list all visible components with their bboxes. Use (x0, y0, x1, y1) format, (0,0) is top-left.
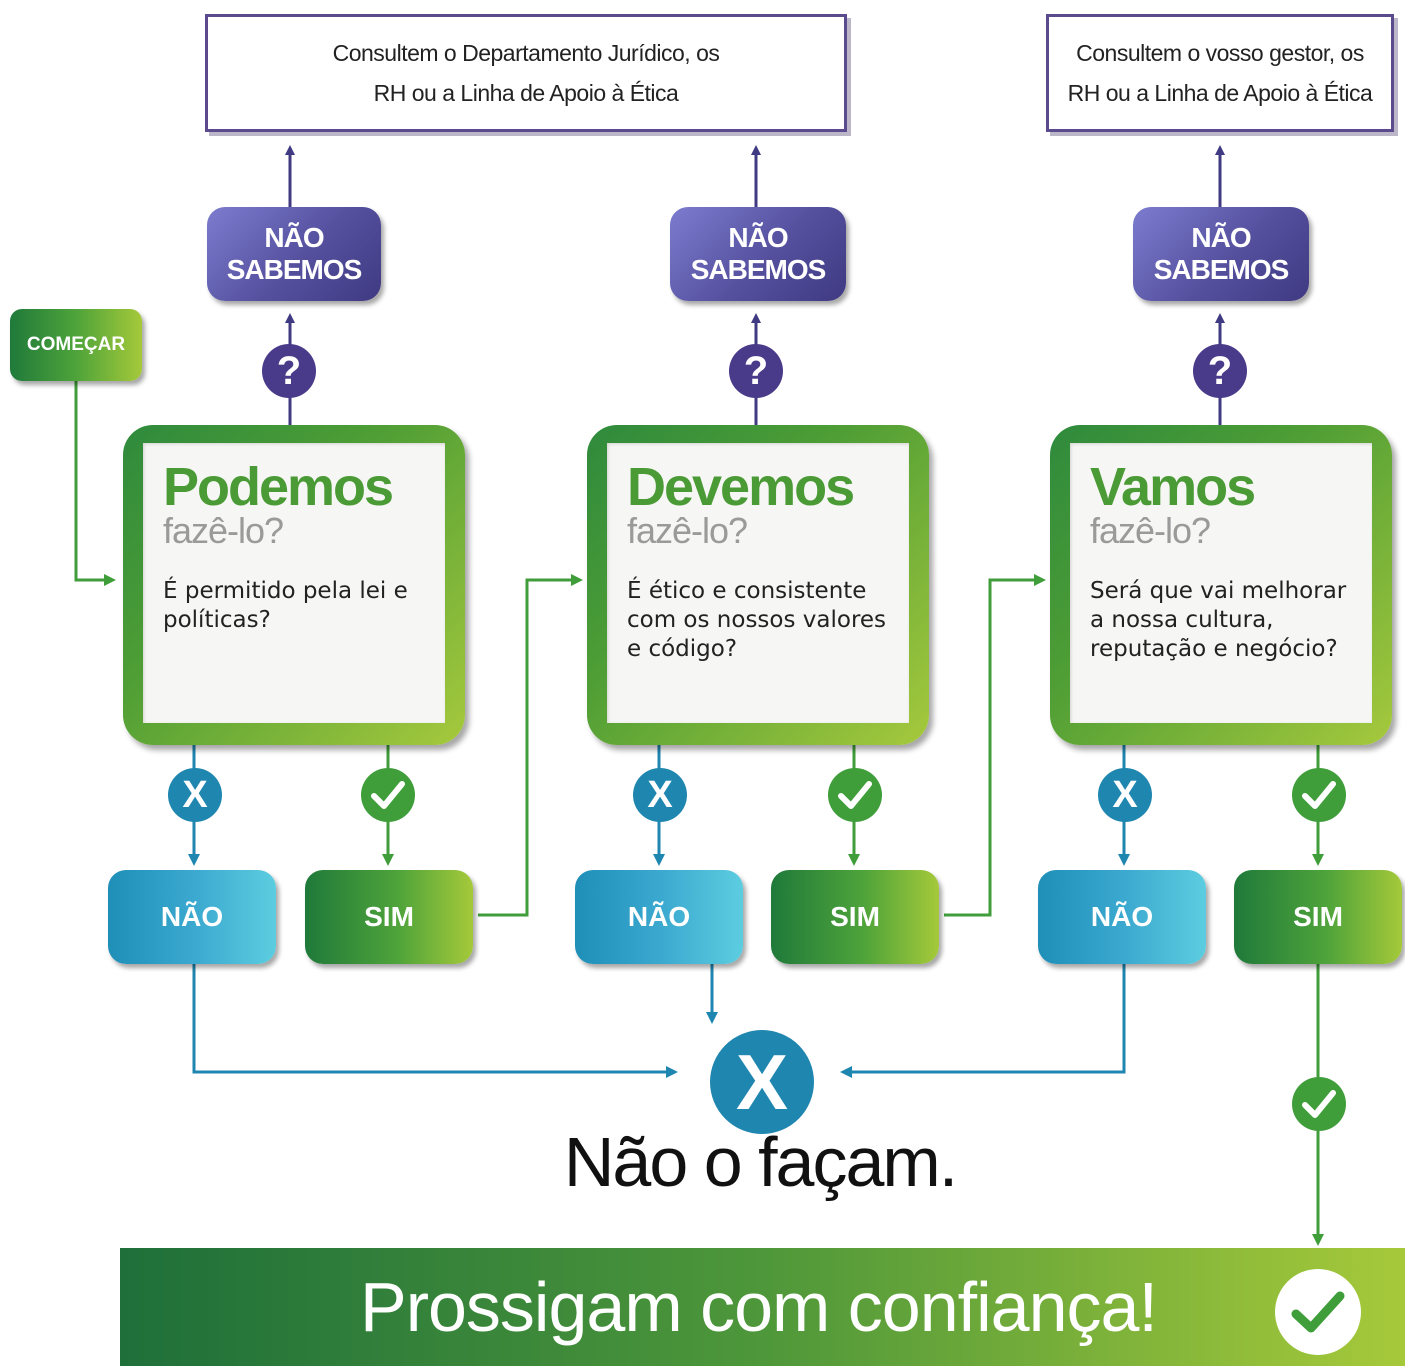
yes-check-icon (828, 768, 882, 822)
unknown-line1: NÃO (1191, 222, 1251, 253)
question-should-box: Devemos fazê-lo? É ético e consistente c… (587, 425, 929, 745)
unknown-box-3: NÃO SABEMOS (1133, 207, 1309, 301)
question-subtitle: fazê-lo? (627, 510, 748, 551)
question-will-box: Vamos fazê-lo? Será que vai melhorar a n… (1050, 425, 1392, 745)
consult-manager-line2: RH ou a Linha de Apoio à Ética (1067, 80, 1373, 106)
consult-manager-box: Consultem o vosso gestor, os RH ou a Lin… (1046, 14, 1394, 132)
start-box: COMEÇAR (10, 309, 142, 381)
question-text: É permitido pela lei e políticas? (163, 578, 408, 633)
question-mark-icon: ? (262, 344, 316, 398)
yes-box-3: SIM (1234, 870, 1402, 964)
yes-check-icon (361, 768, 415, 822)
question-title: Podemos (163, 457, 394, 517)
unknown-line2: SABEMOS (1153, 254, 1290, 285)
proceed-check-icon (1292, 1077, 1346, 1131)
question-title: Devemos (627, 457, 855, 517)
yes-box-1: SIM (305, 870, 473, 964)
no-box-3: NÃO (1038, 870, 1206, 964)
consult-manager-line1: Consultem o vosso gestor, os (1076, 40, 1364, 66)
no-x-icon: X (168, 768, 222, 822)
question-subtitle: fazê-lo? (163, 510, 284, 551)
no-box-1: NÃO (108, 870, 276, 964)
question-subtitle: fazê-lo? (1090, 510, 1211, 551)
no-x-icon: X (1098, 768, 1152, 822)
stop-text: Não o façam. (563, 1123, 958, 1201)
checkmark-icon (1275, 1269, 1361, 1355)
question-text: É ético e consistente com os nossos valo… (627, 578, 887, 662)
question-mark-icon: ? (729, 344, 783, 398)
yes-box-2: SIM (771, 870, 939, 964)
consult-legal-line1: Consultem o Departamento Jurídico, os (332, 40, 720, 66)
yes-check-icon (1292, 768, 1346, 822)
no-box-2: NÃO (575, 870, 743, 964)
proceed-banner: Prossigam com confiança! (120, 1248, 1405, 1366)
unknown-box-1: NÃO SABEMOS (207, 207, 381, 301)
unknown-line1: NÃO (264, 222, 324, 253)
unknown-line2: SABEMOS (226, 254, 363, 285)
consult-legal-box: Consultem o Departamento Jurídico, os RH… (205, 14, 847, 132)
unknown-line1: NÃO (728, 222, 788, 253)
question-can-box: Podemos fazê-lo? É permitido pela lei e … (123, 425, 465, 745)
unknown-line2: SABEMOS (690, 254, 827, 285)
proceed-text: Prossigam com confiança! (360, 1268, 1158, 1346)
question-mark-icon: ? (1193, 344, 1247, 398)
question-text: Será que vai melhorar a nossa cultura, r… (1090, 578, 1347, 662)
unknown-box-2: NÃO SABEMOS (670, 207, 846, 301)
consult-legal-line2: RH ou a Linha de Apoio à Ética (373, 80, 679, 106)
no-x-icon: X (633, 768, 687, 822)
stop-x-icon: X (710, 1030, 814, 1134)
question-title: Vamos (1090, 457, 1256, 517)
